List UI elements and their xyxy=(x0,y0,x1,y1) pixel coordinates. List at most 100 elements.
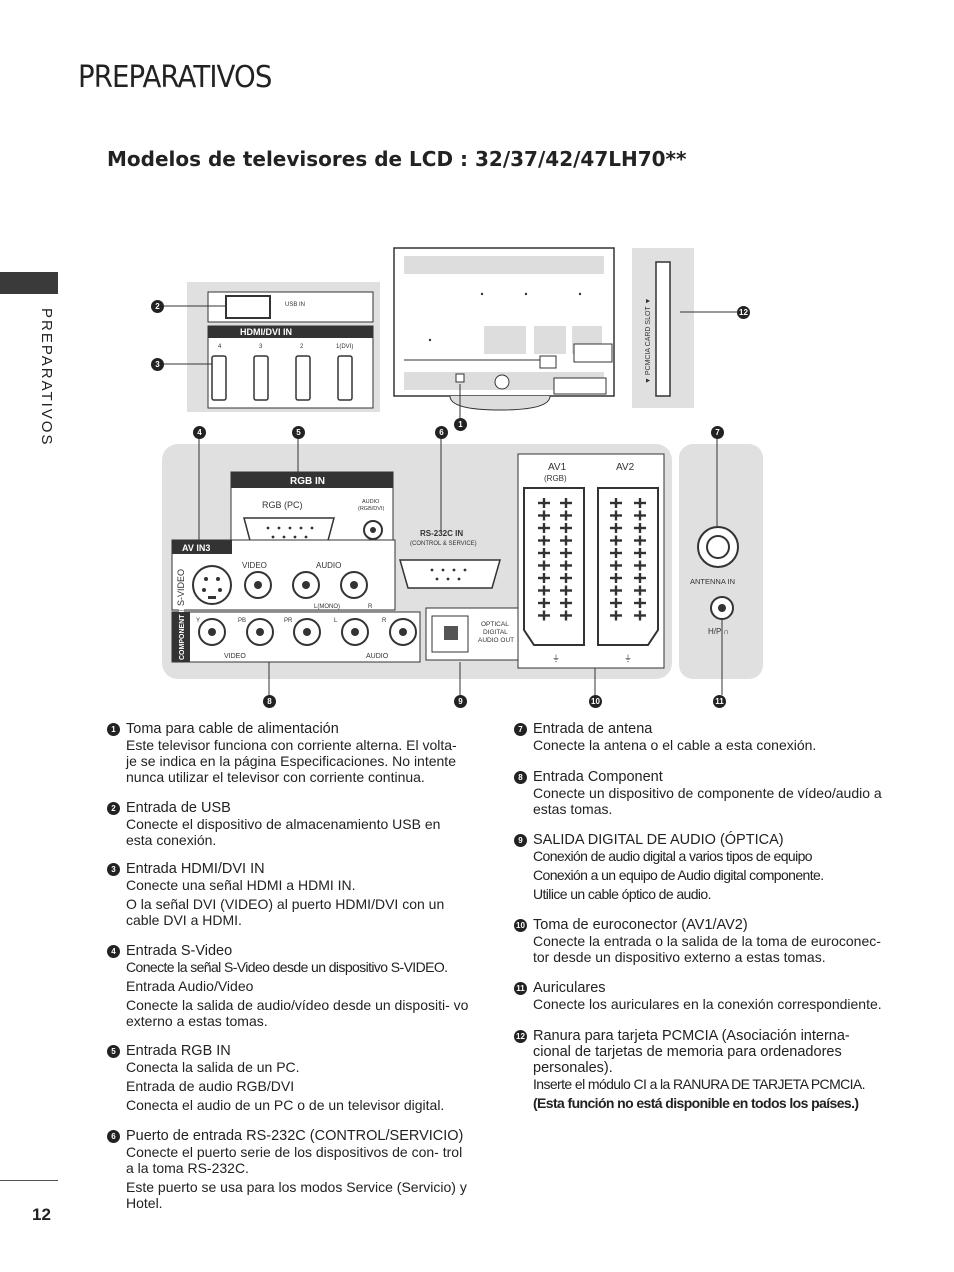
item-heading: Toma para cable de alimentación xyxy=(126,721,339,737)
item-number: 11 xyxy=(514,982,527,995)
item-number: 2 xyxy=(107,802,120,815)
svg-text:1(DVI): 1(DVI) xyxy=(336,344,353,350)
item-text: Conecte un dispositivo de componente de … xyxy=(533,785,882,817)
item-3: 3 Entrada HDMI/DVI IN Conecte una señal H… xyxy=(107,861,470,931)
svg-text:(RGB/DVI): (RGB/DVI) xyxy=(358,506,384,512)
svg-text:(RGB): (RGB) xyxy=(544,474,567,483)
item-text: Conecte la entrada o la salida de la tom… xyxy=(533,933,881,965)
side-tab-marker xyxy=(0,272,58,294)
svg-text:R: R xyxy=(368,604,373,610)
main-connector-panel: RGB IN RGB (PC) AUDIO (RGB/DVI) RS-232C … xyxy=(162,444,672,679)
item-heading: Entrada HDMI/DVI IN xyxy=(126,861,265,877)
item-text: Inserte el módulo CI a la RANURA DE TARJ… xyxy=(533,1076,866,1092)
item-8: 8 Entrada Component Conecte un dispositiv… xyxy=(514,769,882,820)
hdmi-dvi-in-label: HDMI/DVI IN xyxy=(240,327,292,337)
callout-6: 6 xyxy=(435,426,448,439)
item-text: O la señal DVI (VIDEO) al puerto HDMI/DV… xyxy=(126,896,445,928)
callout-4: 4 xyxy=(193,426,206,439)
item-heading: Toma de euroconector (AV1/AV2) xyxy=(533,917,748,933)
item-7: 7 Entrada de antena Conecte la antena o e… xyxy=(514,721,882,756)
item-number: 12 xyxy=(514,1030,527,1043)
item-text: Utilice un cable óptico de audio. xyxy=(533,886,711,902)
item-number: 5 xyxy=(107,1045,120,1058)
item-heading: Entrada Component xyxy=(533,769,663,785)
item-number: 3 xyxy=(107,863,120,876)
item-text: Conecta la salida de un PC. xyxy=(126,1059,300,1075)
item-heading: Puerto de entrada RS-232C (CONTROL/SERVI… xyxy=(126,1128,464,1144)
svg-text:DIGITAL: DIGITAL xyxy=(483,629,508,636)
item-text: Conecte la salida de audio/vídeo desde u… xyxy=(126,997,469,1029)
antenna-panel: ANTENNA IN H/P ∩ xyxy=(679,444,763,679)
item-number: 1 xyxy=(107,723,120,736)
item-number: 8 xyxy=(514,771,527,784)
item-text: Este puerto se usa para los modos Servic… xyxy=(126,1179,467,1211)
item-number: 9 xyxy=(514,834,527,847)
callout-7: 7 xyxy=(711,426,724,439)
svg-text:RGB IN: RGB IN xyxy=(290,476,325,487)
footer-divider xyxy=(0,1180,58,1181)
svg-text:RGB (PC): RGB (PC) xyxy=(262,500,303,510)
svg-text:PB: PB xyxy=(238,618,246,624)
item-note: (Esta función no está disponible en todo… xyxy=(533,1095,859,1111)
item-text: Conecte el dispositivo de almacenamiento… xyxy=(126,816,441,848)
svg-text:ANTENNA IN: ANTENNA IN xyxy=(690,577,735,586)
item-9: 9 SALIDA DIGITAL DE AUDIO (ÓPTICA) Conexi… xyxy=(514,832,882,905)
svg-text:H/P ∩: H/P ∩ xyxy=(708,627,729,636)
svg-text:AUDIO: AUDIO xyxy=(316,561,341,570)
item-heading: SALIDA DIGITAL DE AUDIO (ÓPTICA) xyxy=(533,832,784,848)
pcmcia-slot-label: ▼ PCMCIA CARD SLOT ▼ xyxy=(645,298,652,384)
svg-text:⏚: ⏚ xyxy=(552,654,560,663)
item-text: Conexión de audio digital a varios tipos… xyxy=(533,848,813,864)
item-text: Conecte una señal HDMI a HDMI IN. xyxy=(126,877,356,893)
svg-text:L: L xyxy=(334,618,338,624)
item-number: 6 xyxy=(107,1130,120,1143)
svg-text:OPTICAL: OPTICAL xyxy=(481,621,509,628)
item-2: 2 Entrada de USB Conecte el dispositivo d… xyxy=(107,800,470,851)
pcmcia-panel: ▼ PCMCIA CARD SLOT ▼ xyxy=(632,248,694,408)
callout-11: 11 xyxy=(713,695,726,708)
item-text: Conecte los auriculares en la conexión c… xyxy=(533,996,882,1012)
svg-text:R: R xyxy=(382,618,387,624)
item-number: 4 xyxy=(107,945,120,958)
svg-text:2: 2 xyxy=(300,344,304,350)
item-heading: Entrada de antena xyxy=(533,721,653,737)
svg-text:VIDEO: VIDEO xyxy=(224,653,246,660)
item-heading: Auriculares xyxy=(533,980,606,996)
svg-text:VIDEO: VIDEO xyxy=(242,561,267,570)
item-11: 11 Auriculares Conecte los auriculares en… xyxy=(514,980,882,1015)
svg-text:S-VIDEO: S-VIDEO xyxy=(176,569,186,606)
page-title: PREPARATIVOS xyxy=(78,60,272,95)
svg-text:L(MONO): L(MONO) xyxy=(314,604,340,610)
svg-text:AUDIO OUT: AUDIO OUT xyxy=(478,637,514,644)
callout-9: 9 xyxy=(454,695,467,708)
item-number: 7 xyxy=(514,723,527,736)
callout-12: 12 xyxy=(737,306,750,319)
item-heading: Entrada de USB xyxy=(126,800,231,816)
page-number: 12 xyxy=(32,1205,51,1224)
svg-text:AV2: AV2 xyxy=(616,462,635,473)
svg-text:3: 3 xyxy=(259,344,263,350)
item-text: Conecte la antena o el cable a esta cone… xyxy=(533,737,817,753)
svg-text:COMPONENT IN: COMPONENT IN xyxy=(179,606,186,660)
callout-10: 10 xyxy=(589,695,602,708)
item-6: 6 Puerto de entrada RS-232C (CONTROL/SERV… xyxy=(107,1128,470,1214)
svg-text:PR: PR xyxy=(284,618,293,624)
callout-5: 5 xyxy=(292,426,305,439)
item-12: 12 Ranura para tarjeta PCMCIA (Asociación… xyxy=(514,1028,882,1114)
item-subheading: Entrada de audio RGB/DVI xyxy=(126,1078,295,1094)
item-text: Conecta el audio de un PC o de un televi… xyxy=(126,1097,445,1113)
item-number: 10 xyxy=(514,919,527,932)
svg-text:RS-232C IN: RS-232C IN xyxy=(420,529,463,538)
svg-text:⏚: ⏚ xyxy=(624,654,632,663)
svg-text:AV1: AV1 xyxy=(548,462,567,473)
item-10: 10 Toma de euroconector (AV1/AV2) Conecte… xyxy=(514,917,882,968)
section-subtitle: Modelos de televisores de LCD : 32/37/42… xyxy=(107,147,687,171)
item-text: Conecte la señal S-Video desde un dispos… xyxy=(126,959,448,975)
callout-8: 8 xyxy=(263,695,276,708)
item-text: Conexión a un equipo de Audio digital co… xyxy=(533,867,824,883)
item-text: Conecte el puerto serie de los dispositi… xyxy=(126,1144,463,1176)
item-heading: Ranura para tarjeta PCMCIA (Asociación i… xyxy=(533,1028,850,1076)
callout-2: 2 xyxy=(151,300,164,313)
